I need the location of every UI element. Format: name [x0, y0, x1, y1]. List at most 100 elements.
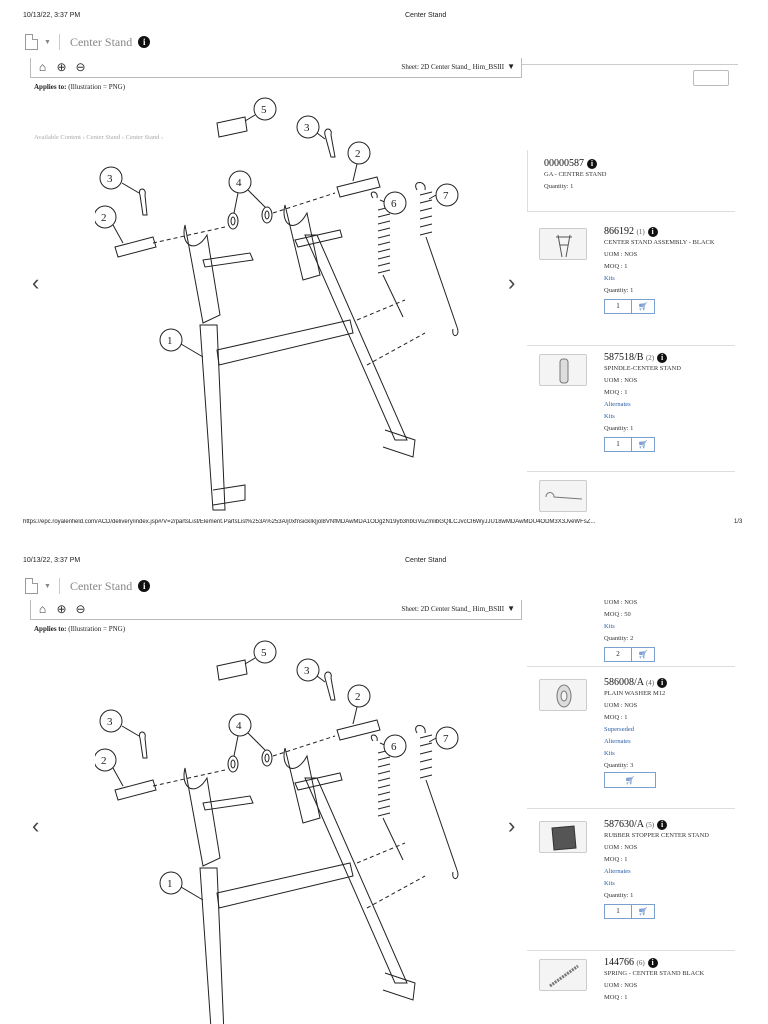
sheet-selector[interactable]: Sheet: 2D Center Stand_ Him_BSIII▼: [401, 62, 515, 71]
quantity-input[interactable]: 2: [604, 647, 631, 662]
spindle-right: [336, 176, 381, 198]
caret-down-icon: ▼: [507, 62, 515, 71]
chevron-down-icon[interactable]: ▼: [44, 38, 51, 46]
view-toggle[interactable]: [693, 70, 729, 86]
part-code[interactable]: 587630/A: [604, 819, 644, 830]
quantity-input[interactable]: 1: [604, 437, 631, 452]
part-card-144766[interactable]: 144766 (6)i SPRING - CENTER STAND BLACK …: [527, 953, 735, 1024]
part-index: (1): [636, 228, 645, 236]
callout-1[interactable]: 1: [159, 871, 204, 901]
callout-2[interactable]: 2: [95, 748, 124, 787]
info-icon[interactable]: i: [138, 36, 151, 48]
split-pin-thumbnail-icon[interactable]: [539, 480, 587, 512]
next-sheet-arrow[interactable]: ›: [508, 813, 516, 838]
print-doc-title: Center Stand: [405, 12, 447, 19]
part-card-587630[interactable]: 587630/A (5)i RUBBER STOPPER CENTER STAN…: [527, 811, 735, 951]
kits-link[interactable]: Kits: [604, 880, 615, 887]
zoom-in-icon[interactable]: ⊕: [56, 602, 67, 616]
part-index: (4): [645, 679, 655, 687]
info-icon[interactable]: i: [657, 820, 668, 830]
breadcrumb-item[interactable]: Center Stand: [86, 134, 121, 141]
home-icon[interactable]: ⌂: [38, 602, 47, 616]
add-to-cart-icon[interactable]: 🛒︎: [631, 299, 655, 314]
info-icon[interactable]: i: [657, 678, 668, 688]
info-icon[interactable]: i: [647, 958, 658, 968]
add-to-cart-icon[interactable]: 🛒︎: [631, 647, 655, 662]
callout-6[interactable]: 6: [383, 191, 407, 215]
kits-link[interactable]: Kits: [604, 413, 615, 420]
split-pin-left: [138, 188, 148, 216]
zoom-out-icon[interactable]: ⊖: [75, 602, 86, 616]
applies-to: Applies to: (Illustration = PNG): [34, 83, 125, 91]
part-code[interactable]: 586008/A: [604, 677, 644, 688]
callout-6[interactable]: 6: [383, 734, 407, 758]
spring-thumbnail-icon[interactable]: [539, 959, 587, 991]
print-doc-title: Center Stand: [405, 557, 447, 564]
part-code[interactable]: 866192: [604, 226, 634, 237]
part-code[interactable]: 144766: [604, 957, 634, 968]
part-card-587518[interactable]: 587518/B (2)i SPINDLE-CENTER STAND UOM :…: [527, 346, 735, 472]
kits-link[interactable]: Kits: [604, 750, 615, 757]
callout-7[interactable]: 7: [428, 726, 459, 750]
info-icon[interactable]: i: [647, 227, 658, 237]
callout-5[interactable]: 5: [244, 640, 277, 665]
add-to-cart-icon[interactable]: 🛒︎: [631, 437, 655, 452]
quantity-input[interactable]: 1: [604, 299, 631, 314]
part-uom: UOM : NOS: [604, 844, 638, 851]
breadcrumb-item[interactable]: Center Stand: [125, 134, 160, 141]
prev-sheet-arrow[interactable]: ‹: [32, 270, 40, 295]
svg-text:3: 3: [304, 665, 310, 677]
breadcrumb-item[interactable]: Available Content: [34, 134, 81, 141]
kits-link[interactable]: Kits: [604, 275, 615, 282]
rubber-stopper: [216, 116, 248, 138]
svg-text:1: 1: [167, 878, 173, 890]
callout-7[interactable]: 7: [428, 183, 459, 207]
callout-3[interactable]: 3: [99, 166, 140, 194]
spindle-thumbnail-icon[interactable]: [539, 354, 587, 386]
home-icon[interactable]: ⌂: [38, 60, 47, 74]
stand-thumbnail-icon[interactable]: [539, 228, 587, 260]
zoom-in-icon[interactable]: ⊕: [56, 60, 67, 74]
next-sheet-arrow[interactable]: ›: [508, 270, 516, 295]
prev-sheet-arrow[interactable]: ‹: [32, 813, 40, 838]
info-icon[interactable]: i: [138, 580, 151, 592]
part-card-586008[interactable]: 586008/A (4)i PLAIN WASHER M12 UOM : NOS…: [527, 669, 735, 809]
rubber-stopper-thumbnail-icon[interactable]: [539, 821, 587, 853]
superseded-link[interactable]: Superseded: [604, 726, 634, 733]
callout-2b[interactable]: 2: [347, 141, 371, 182]
part-code[interactable]: 587518/B: [604, 352, 644, 363]
callout-1[interactable]: 1: [159, 328, 204, 358]
callout-3[interactable]: 3: [99, 709, 140, 737]
callout-4[interactable]: 4: [228, 170, 266, 214]
part-card-partial[interactable]: [527, 472, 735, 516]
callout-3b[interactable]: 3: [296, 658, 326, 683]
part-card-866192[interactable]: 866192 (1)i CENTER STAND ASSEMBLY - BLAC…: [527, 218, 735, 346]
callout-2[interactable]: 2: [95, 205, 124, 244]
svg-text:3: 3: [107, 716, 113, 728]
stand-leg-right: [304, 234, 408, 441]
chevron-down-icon[interactable]: ▼: [44, 582, 51, 590]
alternates-link[interactable]: Alternates: [604, 401, 631, 408]
zoom-out-icon[interactable]: ⊖: [75, 60, 86, 74]
washer-thumbnail-icon[interactable]: [539, 679, 587, 711]
callout-2b[interactable]: 2: [347, 684, 371, 725]
alternates-link[interactable]: Alternates: [604, 738, 631, 745]
add-to-cart-icon[interactable]: 🛒︎: [631, 904, 655, 919]
add-to-cart-icon[interactable]: 🛒︎: [604, 772, 656, 788]
info-icon[interactable]: i: [587, 159, 597, 169]
svg-text:7: 7: [443, 733, 449, 745]
callout-4[interactable]: 4: [228, 713, 266, 757]
document-icon[interactable]: [25, 34, 38, 50]
quantity-input[interactable]: 1: [604, 904, 631, 919]
part-card-partial-top[interactable]: UOM : NOS MOQ : 50 Kits Quantity: 2 2🛒︎: [527, 597, 735, 667]
alternates-link[interactable]: Alternates: [604, 868, 631, 875]
kits-link[interactable]: Kits: [604, 623, 615, 630]
info-icon[interactable]: i: [657, 353, 668, 363]
document-icon[interactable]: [25, 578, 38, 594]
callout-5[interactable]: 5: [244, 97, 277, 122]
sheet-selector[interactable]: Sheet: 2D Center Stand_ Him_BSIII▼: [401, 604, 515, 613]
parts-list-panel: UOM : NOS MOQ : 50 Kits Quantity: 2 2🛒︎ …: [527, 597, 735, 1024]
svg-text:2: 2: [101, 212, 107, 224]
callout-3b[interactable]: 3: [296, 115, 326, 140]
